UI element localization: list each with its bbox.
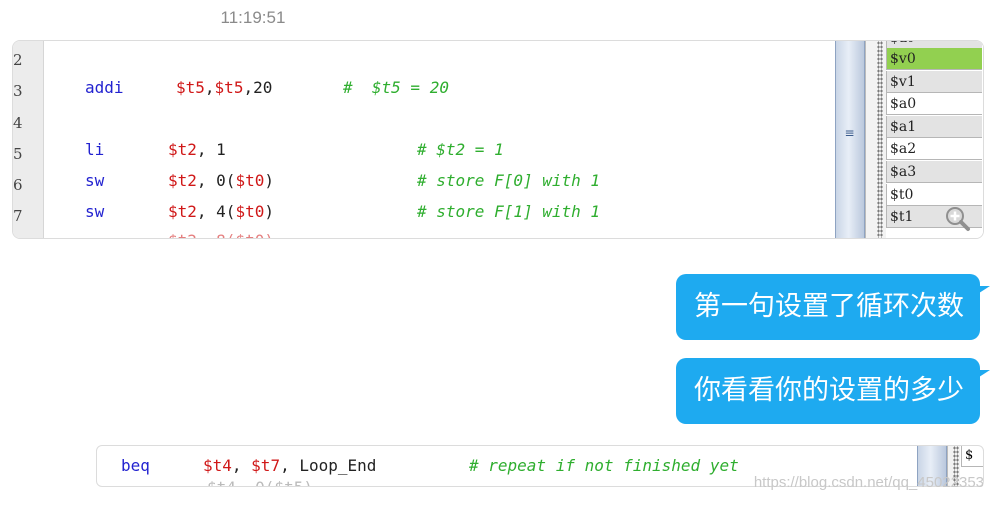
operand-token: , 0(: [196, 171, 236, 190]
operand-token: , 4(: [196, 202, 236, 221]
instruction-mnemonic: beq: [121, 456, 150, 475]
line-number: 7: [13, 207, 23, 225]
zoom-in-icon[interactable]: [945, 206, 971, 232]
cutoff-code-line: $t4, 0($t5): [207, 476, 313, 486]
instruction-operands: $t2, 4($t0): [168, 200, 274, 224]
code-line: sw $t2, 0($t0) # store F[0] with 1: [13, 169, 813, 193]
line-number: 4: [13, 114, 23, 132]
instruction-operands: $t5,$t5,20: [176, 76, 272, 100]
register-token: $t0: [235, 171, 265, 190]
instruction-mnemonic: addi: [85, 78, 124, 97]
register-row[interactable]: $v0: [886, 48, 982, 70]
instruction-mnemonic: sw: [85, 171, 105, 190]
instruction-mnemonic: li: [85, 140, 105, 159]
operand-token: ,: [204, 78, 215, 97]
instruction-operands: $t4, $t7, Loop_End: [203, 454, 376, 478]
code-line: beq $t4, $t7, Loop_End # repeat if not fin…: [97, 450, 897, 475]
register-row[interactable]: $a0: [886, 93, 982, 116]
register-token: $t0: [235, 202, 265, 221]
line-number: 5: [13, 145, 23, 163]
code-comment: # repeat if not finished yet: [469, 456, 739, 475]
bubble-tail: [976, 286, 990, 295]
operand-token: , 1: [196, 140, 226, 159]
chat-message-bubble[interactable]: 第一句设置了循环次数: [676, 274, 980, 340]
register-token: $t5: [214, 78, 244, 97]
register-row[interactable]: $v1: [886, 70, 982, 93]
line-number: 6: [13, 176, 23, 194]
register-token: $t2: [168, 140, 197, 159]
code-comment: # $t5 = 20: [343, 78, 449, 97]
instruction-operands: $t2, 1: [168, 138, 226, 162]
operand-token: , Loop_End: [280, 456, 377, 475]
code-screenshot-image[interactable]: beq $t4, $t7, Loop_End # repeat if not fin…: [96, 445, 984, 487]
register-token: $t2: [168, 171, 197, 190]
register-row[interactable]: $a3: [886, 161, 982, 183]
code-comment: # $t2 = 1: [417, 140, 504, 159]
operand-token: ): [264, 202, 274, 221]
operand-token: ): [264, 171, 274, 190]
editor-vertical-scrollbar[interactable]: [917, 446, 947, 486]
line-number-gutter: [13, 41, 44, 238]
watermark-url: https://blog.csdn.net/qq_45022353: [753, 474, 984, 491]
code-line: li $t2, 1 # $t2 = 1: [13, 138, 813, 162]
splitter-dots: [953, 446, 959, 486]
line-number: 3: [13, 82, 23, 100]
register-token: $t5: [176, 78, 205, 97]
register-panel: $at $v0$v1$a0$a1$a2$a3$t0$t1: [886, 41, 983, 238]
operand-token: ,: [231, 456, 252, 475]
instruction-operands: $t2, 0($t0): [168, 169, 274, 193]
editor-vertical-scrollbar[interactable]: ≡: [835, 41, 865, 238]
operand-token: ,20: [243, 78, 273, 97]
code-line: sw $t2, 4($t0) # store F[1] with 1: [13, 200, 813, 224]
register-token: $t2: [168, 202, 197, 221]
chat-message-bubble[interactable]: 你看看你的设置的多少: [676, 358, 980, 424]
scrollbar-grip-icon[interactable]: ≡: [844, 126, 854, 140]
register-row[interactable]: $t0: [886, 183, 982, 206]
line-number: 2: [13, 51, 23, 69]
instruction-mnemonic: sw: [85, 202, 105, 221]
register-token: $t7: [251, 456, 281, 475]
code-comment: # store F[0] with 1: [417, 171, 601, 190]
code-line: addi$t5,$t5,20# $t5 = 20: [13, 76, 813, 100]
register-row-cutoff: $: [961, 446, 983, 467]
register-row[interactable]: $a2: [886, 138, 982, 161]
register-token: $t4: [203, 456, 232, 475]
bubble-tail: [976, 370, 990, 379]
register-row[interactable]: $a1: [886, 115, 982, 138]
code-comment: # store F[1] with 1: [417, 202, 601, 221]
splitter-dots: [877, 41, 883, 238]
cutoff-code-line: $t2, 8($t0): [168, 229, 274, 238]
chat-timestamp: 11:19:51: [220, 8, 286, 27]
